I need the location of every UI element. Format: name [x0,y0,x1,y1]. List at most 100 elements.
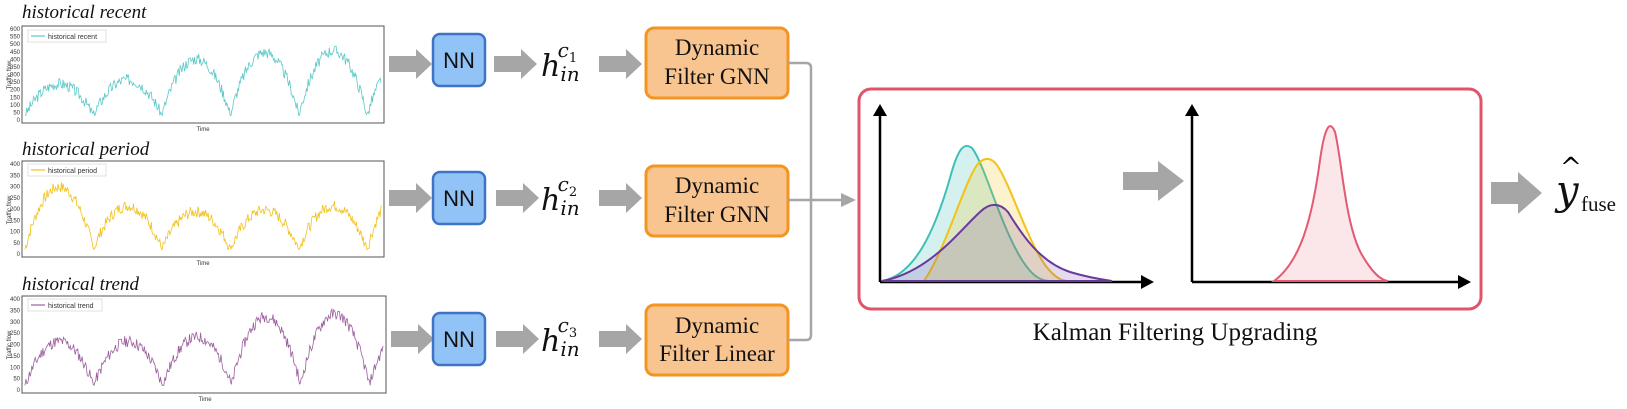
hidden-state: hinc3 [541,313,580,361]
y-tick-label: 300 [10,73,21,79]
arrow-right-icon [389,49,432,79]
output-subscript: fuse [1581,192,1616,216]
y-tick-label: 50 [13,241,20,247]
gaussian-curve-icon [1270,125,1389,282]
kalman-frame [857,87,1483,311]
arrow-right-icon [841,193,856,207]
y-tick-label: 350 [10,65,21,71]
y-tick-label: 450 [10,50,21,56]
y-tick-label: 150 [10,218,21,224]
nn-label: NN [443,48,475,73]
gaussian-curve-icon [922,158,1069,282]
legend-box [27,29,107,43]
arrow-right-icon [391,324,434,354]
arrow-right-icon [496,324,539,354]
axis-arrow-icon [1185,104,1199,116]
legend-box [27,163,107,177]
nn-label: NN [443,186,475,211]
kalman-output-plot [1185,104,1471,289]
hat-accent: ^ [1560,153,1582,183]
axis-arrow-icon [1141,275,1154,289]
y-tick-label: 350 [10,173,21,179]
output-y: y [1554,168,1580,214]
chart-title: historical period [22,139,150,160]
y-tick-label: 150 [10,95,21,101]
y-tick-label: 100 [10,103,21,109]
y-tick-label: 250 [10,331,21,337]
arrow-right-icon [599,324,642,354]
filter-label-line2: Filter GNN [664,202,770,227]
chart-title: historical recent [22,2,147,23]
arrow-right-icon [599,49,642,79]
y-tick-label: 300 [10,185,21,191]
legend-label: historical recent [48,34,97,41]
y-tick-label: 500 [10,42,21,48]
y-tick-label: 600 [10,27,21,33]
y-tick-label: 100 [10,230,21,236]
arrow-right-icon [494,49,537,79]
kalman-input-plot [873,104,1154,289]
y-tick-label: 250 [10,80,21,86]
legend-label: historical trend [48,303,94,310]
x-axis-label: Time [198,397,212,403]
gaussian-curve-icon [881,203,1113,282]
y-tick-label: 0 [17,252,21,258]
y-axis-label: Traffic flow [7,330,13,359]
chart-historical-period: historical period 400 350 300 250 200 150 100 5… [7,139,385,267]
axis-arrow-icon [1458,275,1471,289]
y-tick-label: 400 [10,297,21,303]
arrow-right-icon [496,183,539,213]
arrow-right-icon [599,183,642,213]
nn-block [431,170,487,226]
series-line [24,307,384,387]
y-tick-label: 550 [10,35,21,41]
filter-label-line2: Filter GNN [664,64,770,89]
y-axis-label: Traffic flow [7,60,13,89]
axis-arrow-icon [873,104,887,116]
y-tick-label: 200 [10,207,21,213]
arrow-right-icon [1123,161,1184,201]
y-tick-label: 0 [17,388,21,394]
y-tick-label: 150 [10,354,21,360]
row-3: NN hinc3 Dynamic Filter Linear [391,303,790,377]
row-1: NN hinc1 Dynamic Filter GNN [389,26,790,100]
chart-frame [21,295,387,394]
hidden-state: hinc2 [541,172,580,220]
series-line [24,182,382,251]
filter-label-line1: Dynamic [675,173,759,198]
chart-historical-recent: historical recent 6005505004504003503002… [7,2,385,133]
y-tick-label: 400 [10,57,21,63]
y-tick-label: 250 [10,196,21,202]
filter-label-line2: Filter Linear [659,341,775,366]
chart-title: historical trend [22,274,139,295]
y-tick-label: 300 [10,320,21,326]
merge-connector [788,61,856,342]
y-tick-label: 50 [13,110,20,116]
legend-box [27,298,103,312]
y-tick-labels: 400 350 300 250 200 150 100 50 0 [10,162,21,258]
nn-block [431,32,487,88]
chart-historical-trend: historical trend 40035030025020015010050… [7,274,387,403]
y-tick-label: 400 [10,162,21,168]
y-axis-label: Traffic flow [7,195,13,224]
output-symbol: y ^ fuse [1554,153,1616,216]
y-tick-label: 100 [10,365,21,371]
x-axis-label: Time [196,261,210,267]
y-tick-label: 50 [13,377,20,383]
y-tick-label: 200 [10,88,21,94]
y-tick-label: 350 [10,308,21,314]
row-2: NN hinc2 Dynamic Filter GNN [389,164,790,238]
nn-label: NN [443,327,475,352]
kalman-label: Kalman Filtering Upgrading [1033,319,1318,346]
hidden-state: hinc1 [541,38,580,86]
kalman-block: Kalman Filtering Upgrading [857,87,1483,346]
x-axis-label: Time [196,127,210,133]
filter-label-line1: Dynamic [675,313,759,338]
arrow-right-icon [1491,172,1542,214]
arrow-right-icon [389,183,432,213]
legend-label: historical period [48,168,97,175]
series-line [25,45,382,117]
filter-label-line1: Dynamic [675,35,759,60]
